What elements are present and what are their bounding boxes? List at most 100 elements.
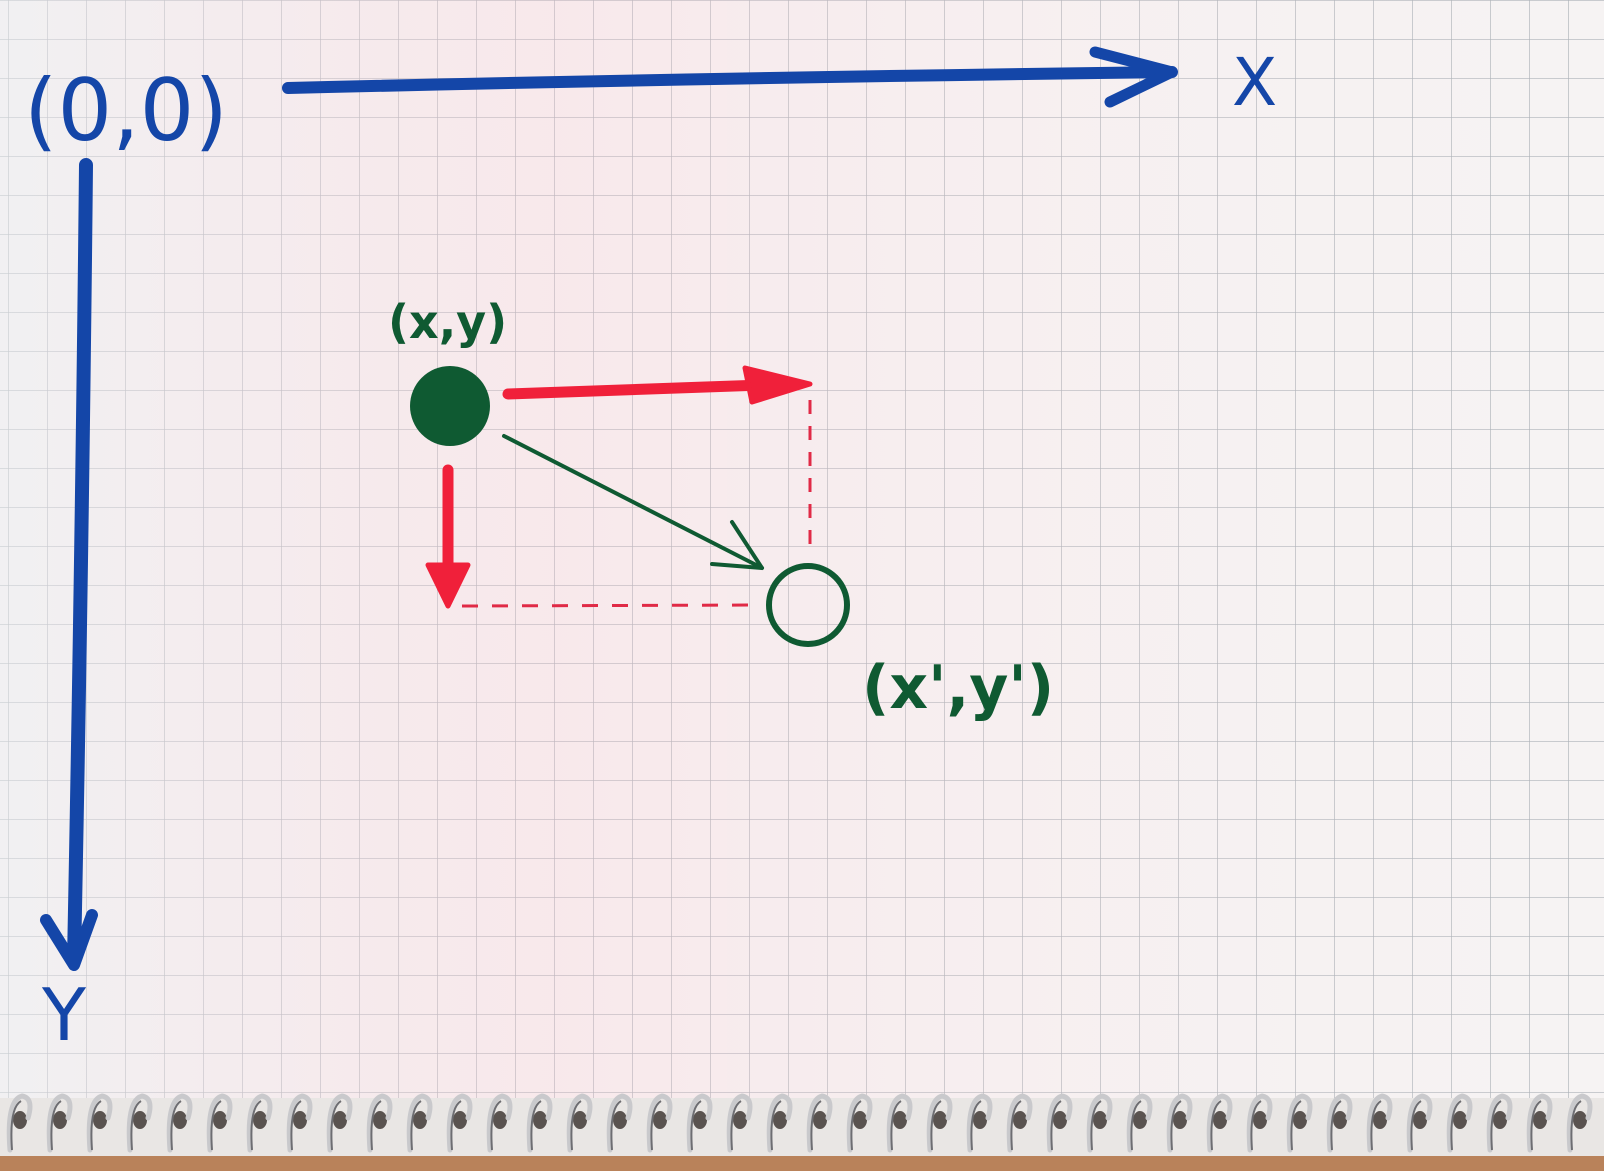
- binding-coil-shadow: [1450, 1100, 1462, 1151]
- binding-coil: [1326, 1093, 1353, 1153]
- binding-coil: [326, 1093, 353, 1153]
- end-point-label: (x',y'): [862, 653, 1054, 723]
- binding-coil-shadow: [1010, 1100, 1022, 1151]
- dashed-guide-horizontal: [461, 603, 763, 608]
- binding-coil: [86, 1093, 113, 1153]
- binding-coil: [526, 1093, 553, 1153]
- binding-hole: [573, 1111, 587, 1129]
- binding-coil: [446, 1093, 473, 1153]
- binding-coil: [966, 1093, 993, 1153]
- binding-coil-shadow: [490, 1100, 502, 1151]
- binding-coil-shadow: [1130, 1100, 1142, 1151]
- binding-coil-shadow: [1210, 1100, 1222, 1151]
- origin-label: (0,0): [24, 61, 228, 161]
- binding-hole: [1453, 1111, 1467, 1129]
- end-point-circle: [766, 563, 850, 647]
- binding-coil-shadow: [970, 1100, 982, 1151]
- spiral-binding: [6, 1093, 1593, 1153]
- binding-coil-shadow: [370, 1100, 382, 1151]
- binding-coil-shadow: [570, 1100, 582, 1151]
- binding-coil: [486, 1093, 513, 1153]
- binding-hole: [893, 1111, 907, 1129]
- binding-coil-shadow: [450, 1100, 462, 1151]
- binding-coil: [406, 1093, 433, 1153]
- binding-hole: [653, 1111, 667, 1129]
- binding-coil-shadow: [410, 1100, 422, 1151]
- binding-coil-shadow: [650, 1100, 662, 1151]
- binding-coil: [366, 1093, 393, 1153]
- binding-coil-shadow: [250, 1100, 262, 1151]
- binding-coil: [566, 1093, 593, 1153]
- binding-coil: [1246, 1093, 1273, 1153]
- binding-coil-shadow: [170, 1100, 182, 1151]
- binding-coil-shadow: [50, 1100, 62, 1151]
- binding-hole: [1213, 1111, 1227, 1129]
- binding-hole: [1573, 1111, 1587, 1129]
- binding-coil: [686, 1093, 713, 1153]
- binding-hole: [373, 1111, 387, 1129]
- binding-hole: [173, 1111, 187, 1129]
- binding-hole: [333, 1111, 347, 1129]
- binding-hole: [773, 1111, 787, 1129]
- binding-coil: [1166, 1093, 1193, 1153]
- binding-hole: [493, 1111, 507, 1129]
- y-axis-arrow: [40, 158, 98, 971]
- binding-coil: [1446, 1093, 1473, 1153]
- binding-coil: [126, 1093, 153, 1153]
- binding-coil: [1006, 1093, 1033, 1153]
- binding-hole: [613, 1111, 627, 1129]
- binding-hole: [453, 1111, 467, 1129]
- vertical-component-arrow: [425, 464, 471, 609]
- binding-coil: [1286, 1093, 1313, 1153]
- binding-hole: [1173, 1111, 1187, 1129]
- binding-coil: [6, 1093, 33, 1153]
- binding-coil: [806, 1093, 833, 1153]
- binding-coil: [1406, 1093, 1433, 1153]
- start-point-label: (x,y): [388, 295, 507, 349]
- binding-coil-shadow: [530, 1100, 542, 1151]
- binding-coil-shadow: [810, 1100, 822, 1151]
- binding-coil-shadow: [10, 1100, 22, 1151]
- binding-coil-shadow: [1330, 1100, 1342, 1151]
- binding-coil-shadow: [90, 1100, 102, 1151]
- binding-coil-shadow: [1170, 1100, 1182, 1151]
- binding-coil-shadow: [930, 1100, 942, 1151]
- horizontal-component-arrow: [502, 365, 813, 405]
- binding-hole: [1373, 1111, 1387, 1129]
- binding-coil-shadow: [690, 1100, 702, 1151]
- binding-hole: [853, 1111, 867, 1129]
- binding-hole: [733, 1111, 747, 1129]
- table-surface: [0, 1156, 1604, 1171]
- binding-coil-shadow: [210, 1100, 222, 1151]
- binding-coil-shadow: [890, 1100, 902, 1151]
- binding-coil: [846, 1093, 873, 1153]
- binding-coil-shadow: [1250, 1100, 1262, 1151]
- binding-coil: [886, 1093, 913, 1153]
- start-point-dot: [410, 366, 490, 446]
- binding-coil: [1486, 1093, 1513, 1153]
- binding-coil-shadow: [730, 1100, 742, 1151]
- binding-hole: [1253, 1111, 1267, 1129]
- binding-coil-shadow: [290, 1100, 302, 1151]
- binding-hole: [413, 1111, 427, 1129]
- binding-hole: [253, 1111, 267, 1129]
- binding-hole: [293, 1111, 307, 1129]
- binding-coil: [1126, 1093, 1153, 1153]
- binding-coil: [246, 1093, 273, 1153]
- binding-hole: [693, 1111, 707, 1129]
- binding-coil: [1366, 1093, 1393, 1153]
- displacement-arrow: [502, 434, 764, 570]
- binding-hole: [1533, 1111, 1547, 1129]
- binding-coil: [606, 1093, 633, 1153]
- binding-hole: [13, 1111, 27, 1129]
- binding-strip: [0, 1098, 1604, 1158]
- binding-hole: [1053, 1111, 1067, 1129]
- binding-coil: [1206, 1093, 1233, 1153]
- x-axis-label: X: [1232, 44, 1277, 121]
- binding-coil-shadow: [770, 1100, 782, 1151]
- binding-coil-shadow: [1530, 1100, 1542, 1151]
- binding-coil-shadow: [1410, 1100, 1422, 1151]
- binding-coil: [1566, 1093, 1593, 1153]
- binding-hole: [1013, 1111, 1027, 1129]
